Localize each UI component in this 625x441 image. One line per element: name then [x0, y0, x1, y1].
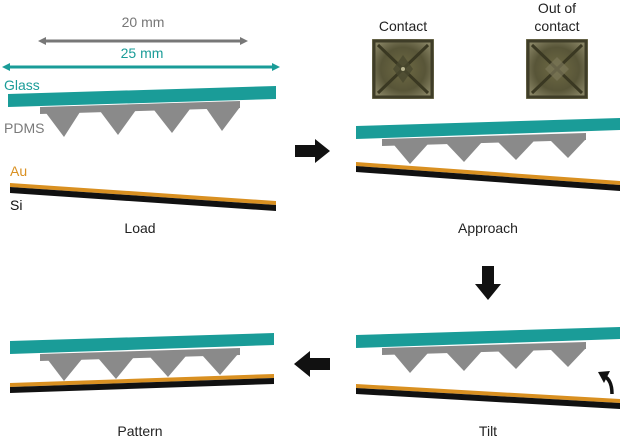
- pdms-pyramid: [150, 356, 186, 377]
- arrow-right-icon: [295, 139, 330, 163]
- silicon-wafer: [356, 166, 620, 191]
- gold-film: [356, 162, 620, 185]
- pdms-pyramid: [206, 107, 240, 131]
- step-label-load: Load: [124, 220, 156, 236]
- pdms-pyramid: [154, 109, 190, 133]
- arrow-down-icon: [475, 266, 501, 300]
- tilt-substrate: [356, 384, 620, 409]
- pdms-pyramid: [550, 139, 586, 158]
- pdms-pyramid: [446, 351, 482, 371]
- micrograph-out-of-contact-label-line1: Out of: [537, 0, 577, 16]
- rotate-arrow-icon: [598, 371, 614, 395]
- step-label-tilt: Tilt: [478, 423, 498, 439]
- silicon-wafer: [356, 388, 620, 409]
- glass-slide: [8, 86, 276, 107]
- approach-stamp: [356, 118, 620, 164]
- glass-slide: [356, 327, 620, 348]
- silicon-wafer: [10, 187, 276, 211]
- tilt-stamp: [356, 327, 620, 373]
- pdms-pyramid: [498, 350, 534, 369]
- silicon-wafer: [10, 378, 274, 393]
- load-stamp: [8, 86, 276, 137]
- glass-slide: [10, 333, 274, 354]
- micrograph-out-of-contact: [526, 39, 588, 99]
- gold-film: [10, 183, 276, 205]
- pdms-pyramid: [550, 348, 586, 367]
- pdms-pyramid: [48, 359, 82, 381]
- pdms-backing: [40, 348, 240, 361]
- approach-substrate: [356, 162, 620, 191]
- pdms-backing: [40, 101, 240, 114]
- glass-label: Glass: [4, 77, 40, 93]
- pdms-pyramid: [202, 354, 238, 375]
- pdms-pyramid: [46, 112, 80, 137]
- gold-film: [10, 374, 274, 387]
- micrograph-contact: [372, 39, 434, 99]
- pdms-backing: [382, 342, 586, 355]
- pdms-pyramid: [446, 142, 482, 162]
- silicon-label: Si: [10, 197, 23, 213]
- pattern-stamp: [10, 333, 274, 381]
- pdms-pyramid: [394, 353, 428, 373]
- pdms-pyramid: [100, 110, 136, 135]
- step-label-pattern: Pattern: [117, 423, 163, 439]
- pdms-pyramid: [394, 144, 428, 164]
- pdms-label: PDMS: [4, 120, 45, 136]
- pdms-pyramid: [498, 141, 534, 160]
- pattern-substrate: [10, 374, 274, 393]
- glass-slide: [356, 118, 620, 139]
- pdms-backing: [382, 133, 586, 146]
- arrow-left-icon: [294, 351, 330, 377]
- dimension-25mm-label: 25 mm: [120, 45, 164, 61]
- gold-film: [356, 384, 620, 403]
- load-substrate: [10, 183, 276, 211]
- gold-label: Au: [10, 163, 28, 179]
- dimension-20mm-label: 20 mm: [121, 14, 165, 30]
- step-label-approach: Approach: [458, 220, 518, 236]
- micrograph-out-of-contact-label-line2: contact: [534, 18, 580, 34]
- pdms-pyramid: [98, 357, 134, 379]
- micrograph-contact-label: Contact: [378, 18, 428, 34]
